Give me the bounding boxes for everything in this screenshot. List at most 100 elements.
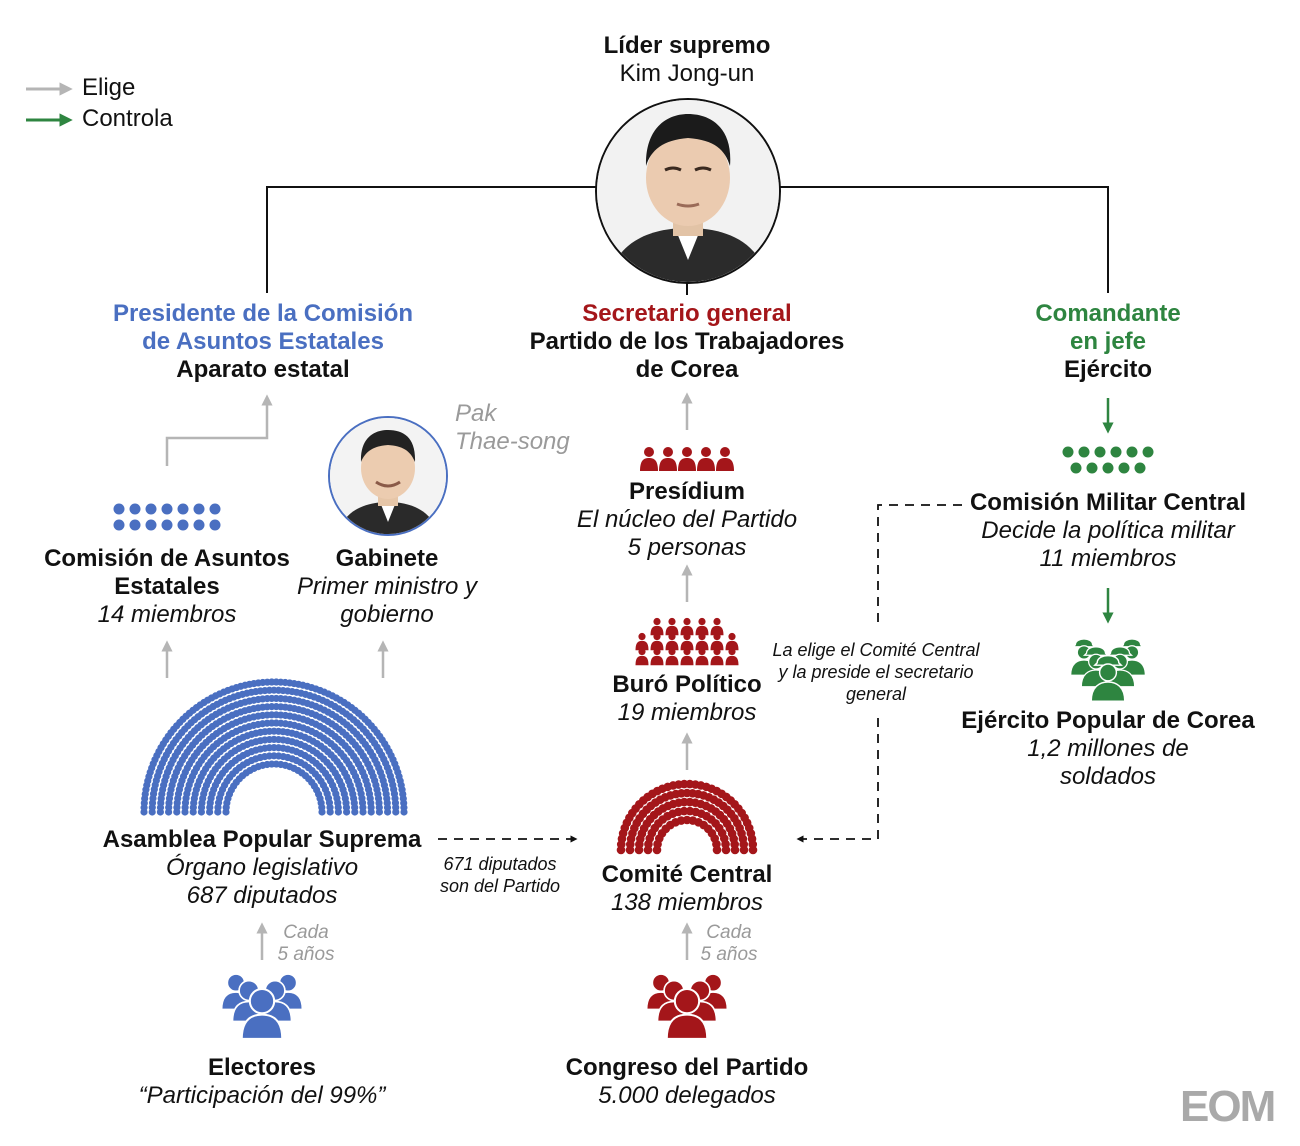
politburo-person: [650, 617, 664, 636]
politburo-person-body: [725, 655, 739, 666]
presidium-person: [716, 447, 734, 471]
politburo-person: [665, 647, 679, 666]
politburo-person-body: [710, 640, 724, 651]
politburo-person: [695, 617, 709, 636]
politburo-person-head: [668, 617, 676, 626]
politburo-person-head: [683, 617, 691, 626]
commission-member-dot: [209, 503, 221, 515]
crowd-person-body: [665, 1013, 709, 1040]
assembly-seat: [359, 808, 367, 816]
politburo-person-head: [728, 632, 736, 641]
party-branch-body-line1: Partido de los Trabajadores: [529, 328, 845, 355]
politburo-label: Buró Político 19 miembros: [612, 671, 761, 727]
presidium-people-icons: [640, 447, 734, 471]
politburo-person-head: [653, 632, 661, 641]
note-every5-b-line2: 5 años: [700, 944, 758, 965]
leader-portrait-illustration: [597, 100, 779, 282]
soldier-helmet: [1106, 646, 1134, 656]
party-branch-header: Secretario general Partido de los Trabaj…: [530, 300, 845, 384]
politburo-person-body: [635, 640, 649, 651]
committee-seat: [721, 845, 731, 855]
crowd-person: [240, 987, 284, 1040]
politburo-person-head: [638, 632, 646, 641]
politburo-person-body: [650, 625, 664, 636]
army-branch-header: Comandante en jefe Ejército: [1035, 300, 1180, 384]
military-commission-desc: Decide la política militar: [981, 517, 1235, 544]
politburo-person: [710, 647, 724, 666]
presidium-person: [659, 447, 677, 471]
assembly-seat: [334, 808, 342, 816]
military-commission-label: Comisión Militar Central Decide la polít…: [970, 489, 1246, 573]
premier-portrait-illustration: [330, 418, 446, 534]
cmc-member-dot: [1070, 462, 1082, 474]
politburo-person: [695, 647, 709, 666]
central-committee-title: Comité Central: [601, 861, 773, 888]
commission-member-dot: [193, 503, 205, 515]
note-cmc-line1: La elige el Comité Central: [772, 640, 980, 660]
cmc-member-dot: [1102, 462, 1114, 474]
soldier-body: [1090, 681, 1126, 702]
politburo-members: 19 miembros: [617, 699, 757, 726]
politburo-person-head: [638, 647, 646, 656]
army-branch-body: Ejército: [1063, 356, 1153, 383]
assembly-members: 687 diputados: [186, 882, 338, 909]
note-every-5-years-assembly: Cada 5 años: [277, 922, 334, 966]
party-branch-role: Secretario general: [582, 300, 792, 327]
crowd-person-head: [673, 987, 701, 1015]
army-label: Ejército Popular de Corea 1,2 millones d…: [961, 707, 1254, 791]
politburo-person-head: [713, 632, 721, 641]
army-branch-role-line2: en jefe: [1069, 328, 1147, 355]
state-branch-header: Presidente de la Comisión de Asuntos Est…: [113, 300, 413, 384]
note-party-deputies-line2: son del Partido: [439, 876, 561, 896]
leader-portrait: [595, 98, 781, 284]
presidium-person-head: [682, 447, 692, 457]
politburo-person-head: [728, 647, 736, 656]
state-commission-title-line1: Comisión de Asuntos: [44, 545, 290, 572]
politburo-title: Buró Político: [612, 671, 762, 698]
presidium-person-head: [701, 447, 711, 457]
commission-member-dot: [177, 503, 189, 515]
presidium-person-body: [716, 458, 734, 471]
politburo-person: [635, 632, 649, 651]
assembly-title: Asamblea Popular Suprema: [102, 826, 422, 853]
note-every5-a-line2: 5 años: [277, 944, 335, 965]
assembly-seat: [318, 808, 326, 816]
politburo-person-head: [683, 632, 691, 641]
state-commission-dots: [113, 503, 221, 531]
assembly-seat: [392, 808, 400, 816]
central-committee-hemicycle: [616, 779, 758, 855]
assembly-seat: [384, 808, 392, 816]
army-desc-line1: 1,2 millones de: [1027, 735, 1189, 762]
politburo-person-body: [665, 655, 679, 666]
presidium-person: [640, 447, 658, 471]
soldiers-icon: [1070, 638, 1146, 702]
legend-elige-label: Elige: [82, 74, 136, 101]
politburo-person-head: [713, 647, 721, 656]
leader-label: Líder supremo Kim Jong-un: [604, 32, 771, 88]
crowd-person: [665, 987, 709, 1040]
voters-desc: “Participación del 99%”: [138, 1082, 386, 1109]
assembly-seat: [351, 808, 359, 816]
military-commission-dots: [1062, 446, 1154, 474]
note-party-deputies-line1: 671 diputados: [443, 854, 557, 874]
cabinet-title: Gabinete: [335, 545, 439, 572]
commission-member-dot: [113, 519, 125, 531]
note-every-5-years-committee: Cada 5 años: [700, 922, 757, 966]
commission-member-dot: [177, 519, 189, 531]
state-commission-label: Comisión de Asuntos Estatales 14 miembro…: [44, 545, 290, 629]
assembly-seat: [326, 808, 334, 816]
presidium-label: Presídium El núcleo del Partido 5 person…: [577, 478, 797, 562]
politburo-person-body: [680, 640, 694, 651]
politburo-person: [695, 632, 709, 651]
assembly-seat: [343, 808, 351, 816]
presidium-person-body: [678, 458, 696, 471]
commission-member-dot: [129, 503, 141, 515]
arrow-commission-to-president: [165, 394, 273, 466]
premier-portrait: [328, 416, 448, 536]
politburo-person: [710, 617, 724, 636]
committee-seat: [739, 845, 749, 855]
politburo-person-body: [725, 640, 739, 651]
politburo-person-body: [650, 640, 664, 651]
cmc-member-dot: [1126, 446, 1138, 458]
army-desc-line2: soldados: [1059, 763, 1157, 790]
